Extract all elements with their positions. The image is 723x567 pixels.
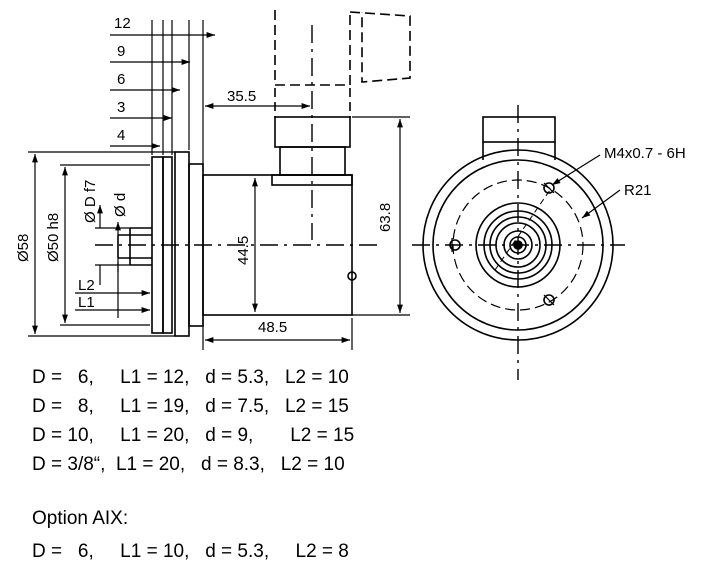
spec-row: D = 3/8“, L1 = 20, d = 8.3, L2 = 10 — [32, 454, 345, 475]
dim-44-5: 44.5 — [235, 236, 252, 265]
dim-dd: Ø d — [112, 193, 129, 217]
front-bolt-circle — [452, 179, 584, 311]
dim-35-5: 35.5 — [227, 88, 256, 105]
dim-dDf7: Ø D f7 — [82, 180, 99, 223]
thread-leader — [551, 154, 601, 186]
spec-row: D = 10, L1 = 20, d = 9, L2 = 15 — [32, 425, 355, 446]
spec-table: D = 6, L1 = 12, d = 5.3, L2 = 10 D = 8, … — [32, 363, 354, 479]
thread-hole-1 — [543, 182, 555, 194]
front-bore — [513, 240, 523, 250]
connector-plug — [349, 11, 411, 83]
thread-hole-3 — [449, 239, 461, 251]
front-hub-outer — [475, 202, 561, 288]
spec-row: D = 6, L1 = 12, d = 5.3, L2 = 10 — [32, 367, 349, 388]
dimension-lines — [28, 20, 410, 350]
dim-58: Ø58 — [15, 234, 32, 262]
dim-6: 6 — [117, 71, 125, 88]
dim-50h8: Ø50 h8 — [45, 213, 62, 262]
dim-4: 4 — [117, 127, 125, 144]
shaft-step — [129, 227, 152, 266]
thread-hole-2 — [543, 294, 555, 306]
front-connector — [482, 116, 556, 143]
front-view — [422, 116, 621, 341]
connector-cable — [274, 88, 351, 118]
housing-screw — [347, 271, 357, 281]
flange-plate-back — [174, 151, 190, 337]
side-view — [117, 10, 411, 337]
dim-L2: L2 — [78, 277, 95, 294]
dim-12: 12 — [114, 15, 131, 32]
radius-label: R21 — [624, 182, 652, 199]
dim-48-5: 48.5 — [258, 319, 287, 336]
thread-label: M4x0.7 - 6H — [604, 145, 686, 162]
dim-3: 3 — [117, 99, 125, 116]
dim-L1: L1 — [78, 294, 95, 311]
spec-row: D = 8, L1 = 19, d = 7.5, L2 = 15 — [32, 396, 349, 417]
option-title: Option AIX: — [32, 508, 129, 529]
radius-leader — [581, 189, 621, 219]
front-outer-ring — [422, 149, 614, 341]
dimension-labels: 12 9 6 3 4 35.5 48.5 63.8 44.5 Ø58 Ø50 h… — [15, 15, 686, 336]
option-table: D = 6, L1 = 10, d = 5.3, L2 = 8 — [32, 537, 349, 566]
dim-9: 9 — [117, 43, 125, 60]
dim-63-8: 63.8 — [377, 203, 394, 232]
front-inner-ring — [432, 159, 604, 331]
shaft — [117, 234, 152, 259]
option-row: D = 6, L1 = 10, d = 5.3, L2 = 8 — [32, 541, 349, 562]
